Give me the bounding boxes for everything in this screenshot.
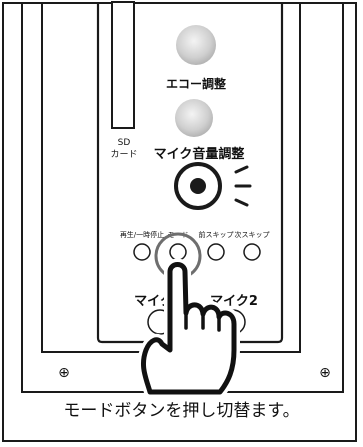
play-stop-label: 再生/一時停止 [120,230,164,239]
next-skip-label: 次スキップ [235,230,270,239]
next-skip-button[interactable] [243,243,261,261]
mic2-label: マイク2 [210,294,258,309]
hand-pointer-icon [137,258,240,398]
play-stop-button[interactable] [133,243,151,261]
mic-volume-knob[interactable] [175,99,213,137]
illustration-frame [2,2,357,442]
screw-icon-left: ⊕ [58,365,70,381]
instruction-caption: モードボタンを押し切替ます。 [63,401,300,421]
indicator-dot [190,178,206,194]
echo-knob[interactable] [176,25,216,65]
sd-card-slot [111,1,135,129]
echo-label: エコー調整 [166,76,226,91]
mic-volume-label: マイク音量調整 [154,146,246,162]
sd-label-line1: SD [118,138,131,148]
light-indicator-icon [234,165,252,207]
prev-skip-button[interactable] [207,243,225,261]
mode-button[interactable] [169,243,187,261]
sd-label-line2: カード [110,149,137,160]
screw-icon-right: ⊕ [319,365,331,381]
prev-skip-label: 前スキップ [199,230,234,239]
